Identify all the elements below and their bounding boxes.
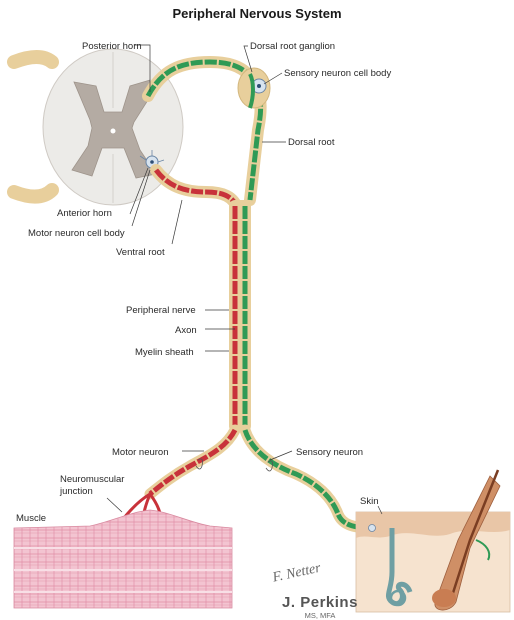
muscle-tissue <box>14 510 232 608</box>
label-skin: Skin <box>360 496 378 507</box>
ventral-root <box>156 170 238 210</box>
label-neuromuscular-line1: Neuromuscular <box>60 474 124 485</box>
author-name: J. Perkins <box>250 594 390 611</box>
sensory-neuron-branch <box>245 430 372 528</box>
motor-neuron-branch <box>121 430 236 524</box>
label-myelin-sheath: Myelin sheath <box>135 347 194 358</box>
skin-tissue <box>356 470 510 612</box>
label-neuromuscular-line2: junction <box>59 486 93 497</box>
label-anterior-horn: Anterior horn <box>57 208 112 219</box>
label-muscle: Muscle <box>16 513 46 524</box>
peripheral-nerve <box>229 200 251 432</box>
label-motor-neuron-cell-body: Motor neuron cell body <box>28 228 125 239</box>
label-dorsal-root-ganglion: Dorsal root ganglion <box>250 41 335 52</box>
artist-signature-script: F. Netter <box>270 561 322 586</box>
label-motor-neuron: Motor neuron <box>112 447 169 458</box>
label-ventral-root: Ventral root <box>116 247 165 258</box>
label-peripheral-nerve: Peripheral nerve <box>126 305 196 316</box>
label-sensory-neuron-cell-body: Sensory neuron cell body <box>284 68 391 79</box>
label-dorsal-root: Dorsal root <box>288 137 335 148</box>
label-posterior-horn: Posterior horn <box>82 41 142 52</box>
label-sensory-neuron: Sensory neuron <box>296 447 363 458</box>
author-credentials: MS, MFA <box>250 611 390 620</box>
label-axon: Axon <box>175 325 197 336</box>
